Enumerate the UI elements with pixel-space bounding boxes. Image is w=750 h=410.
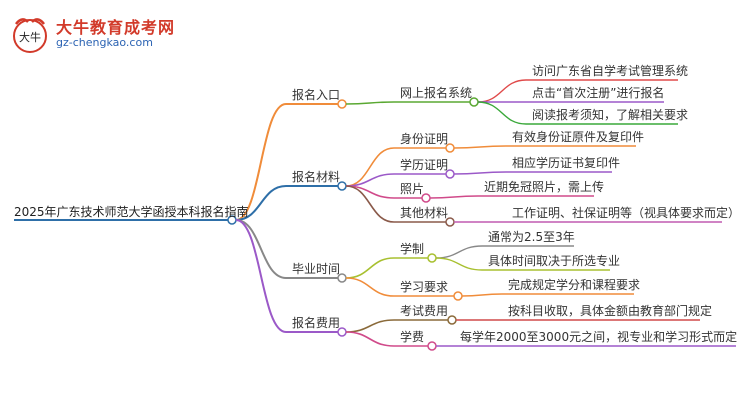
leaf-label-1-1-3[interactable]: 阅读报考须知，了解相关要求 — [532, 108, 689, 122]
sub-connector-2-4 — [345, 185, 395, 223]
leaf-label-2-3-1[interactable]: 近期免冠照片，需上传 — [484, 180, 605, 194]
bull-logo-icon: 大牛 — [13, 18, 47, 53]
sub-label-2-3[interactable]: 照片 — [400, 182, 425, 196]
leaf-label-1-1-1[interactable]: 访问广东省自学考试管理系统 — [532, 64, 689, 78]
branch-connector-4 — [235, 219, 287, 333]
leaf-connector-1-1-1 — [477, 79, 527, 103]
leaf-connector-3-1-1 — [435, 245, 483, 259]
sub-label-3-1[interactable]: 学制 — [400, 242, 425, 256]
sub-label-1-1[interactable]: 网上报名系统 — [400, 86, 473, 100]
leaf-label-3-2-1[interactable]: 完成规定学分和课程要求 — [508, 278, 641, 292]
branch-label-3[interactable]: 毕业时间 — [292, 262, 341, 276]
branch-connector-2 — [235, 185, 287, 221]
leaf-label-2-4-1[interactable]: 工作证明、社保证明等（视具体要求而定） — [512, 206, 741, 220]
leaf-connector-1-1-3 — [477, 101, 527, 125]
branch-connector-3 — [235, 219, 287, 279]
leaf-connector-3-2-1 — [461, 293, 503, 297]
sub-label-3-2[interactable]: 学习要求 — [400, 280, 449, 294]
sub-node-dot-4-1[interactable] — [447, 315, 457, 325]
sub-connector-3-2 — [345, 277, 395, 297]
branch-label-1[interactable]: 报名入口 — [292, 88, 341, 102]
leaf-label-2-2-1[interactable]: 相应学历证书复印件 — [512, 156, 621, 170]
leaf-label-2-1-1[interactable]: 有效身份证原件及复印件 — [512, 130, 645, 144]
leaf-label-3-1-1[interactable]: 通常为2.5至3年 — [488, 230, 575, 244]
sub-label-4-2[interactable]: 学费 — [400, 330, 425, 344]
sub-label-2-2[interactable]: 学历证明 — [400, 158, 449, 172]
sub-label-4-1[interactable]: 考试费用 — [400, 304, 449, 318]
leaf-connector-2-2-1 — [453, 171, 507, 175]
sub-node-dot-3-1[interactable] — [427, 253, 437, 263]
leaf-connector-2-3-1 — [429, 195, 479, 199]
logo-title: 大牛教育成考网 — [56, 18, 176, 37]
sub-connector-3-1 — [345, 257, 395, 279]
sub-node-dot-3-2[interactable] — [453, 291, 463, 301]
branch-label-2[interactable]: 报名材料 — [292, 170, 341, 184]
root-topic[interactable]: 2025年广东技术师范大学函授本科报名指南 — [14, 205, 249, 219]
sub-connector-1-1 — [345, 101, 395, 105]
sub-connector-4-2 — [345, 331, 395, 347]
sub-connector-4-1 — [345, 319, 395, 333]
leaf-connector-2-1-1 — [453, 145, 507, 149]
sub-label-2-4[interactable]: 其他材料 — [400, 206, 449, 220]
logo-mark-text: 大牛 — [19, 30, 41, 44]
leaf-label-3-1-2[interactable]: 具体时间取决于所选专业 — [488, 254, 621, 268]
branch-connector-1 — [235, 103, 287, 221]
logo-url: gz-chengkao.com — [56, 36, 153, 49]
leaf-label-1-1-2[interactable]: 点击“首次注册”进行报名 — [532, 86, 665, 100]
leaf-connector-3-1-2 — [435, 257, 483, 271]
leaf-label-4-1-1[interactable]: 按科目收取，具体金额由教育部门规定 — [508, 304, 713, 318]
site-logo[interactable]: 大牛 大牛教育成考网 gz-chengkao.com — [10, 12, 174, 56]
sub-label-2-1[interactable]: 身份证明 — [400, 132, 449, 146]
branch-label-4[interactable]: 报名费用 — [292, 316, 341, 330]
sub-node-dot-4-2[interactable] — [427, 341, 437, 351]
leaf-label-4-2-1[interactable]: 每学年2000至3000元之间，视专业和学习形式而定 — [460, 330, 738, 344]
